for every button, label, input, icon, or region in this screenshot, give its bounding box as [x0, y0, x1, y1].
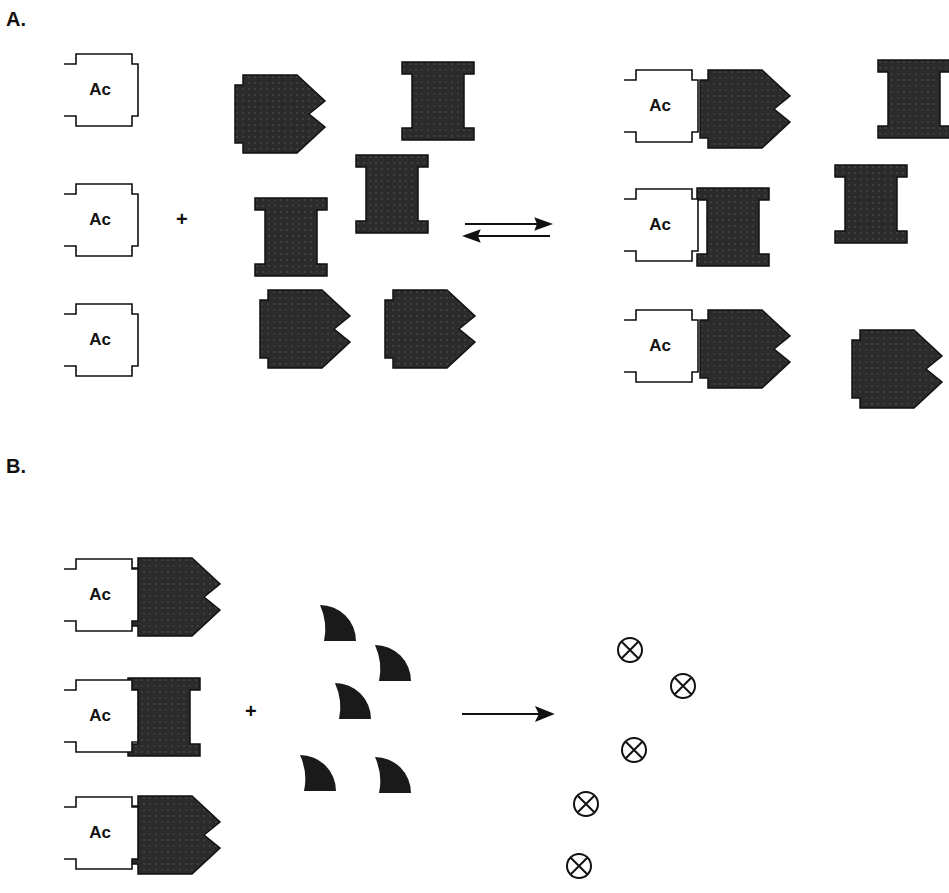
- i-piece: [255, 198, 327, 276]
- plus-sign: +: [176, 208, 188, 231]
- quarter-piece: [375, 757, 411, 793]
- b-piece: [130, 796, 220, 874]
- plus-sign: +: [245, 700, 257, 723]
- ac-shape: Ac: [622, 306, 702, 386]
- i-piece: [402, 62, 474, 140]
- b-piece: [260, 290, 350, 368]
- i-piece: [697, 188, 769, 266]
- ac-label: Ac: [89, 210, 111, 230]
- b-piece: [385, 290, 475, 368]
- ac-shape: Ac: [62, 676, 142, 756]
- ac-label: Ac: [649, 96, 671, 116]
- ac-label: Ac: [89, 330, 111, 350]
- ac-label: Ac: [649, 336, 671, 356]
- quarter-piece: [335, 683, 371, 719]
- ac-label: Ac: [89, 706, 111, 726]
- product-symbol: [574, 792, 598, 816]
- i-piece: [878, 60, 949, 138]
- product-symbol: [622, 738, 646, 762]
- panel-label: B.: [6, 455, 26, 478]
- ac-label: Ac: [649, 215, 671, 235]
- equilibrium-arrows: [465, 219, 550, 241]
- ac-shape: Ac: [622, 185, 702, 265]
- ac-label: Ac: [89, 80, 111, 100]
- ac-shape: Ac: [62, 50, 142, 130]
- quarter-piece: [300, 755, 336, 791]
- b-piece: [235, 75, 325, 153]
- ac-shape: Ac: [62, 180, 142, 260]
- ac-shape: Ac: [62, 555, 142, 635]
- ac-label: Ac: [89, 823, 111, 843]
- i-piece: [835, 165, 907, 243]
- b-piece: [852, 330, 942, 408]
- ac-shape: Ac: [62, 300, 142, 380]
- quarter-piece: [375, 645, 411, 681]
- i-piece: [356, 155, 428, 233]
- b-piece: [700, 70, 790, 148]
- ac-label: Ac: [89, 585, 111, 605]
- b-piece: [130, 558, 220, 636]
- ac-shape: Ac: [622, 66, 702, 146]
- b-piece: [700, 310, 790, 388]
- quarter-piece: [320, 605, 356, 641]
- product-symbol: [618, 638, 642, 662]
- product-symbol: [567, 854, 591, 878]
- product-symbol: [671, 674, 695, 698]
- panel-label: A.: [6, 8, 26, 31]
- ac-shape: Ac: [62, 793, 142, 873]
- reaction-arrow: [462, 708, 552, 720]
